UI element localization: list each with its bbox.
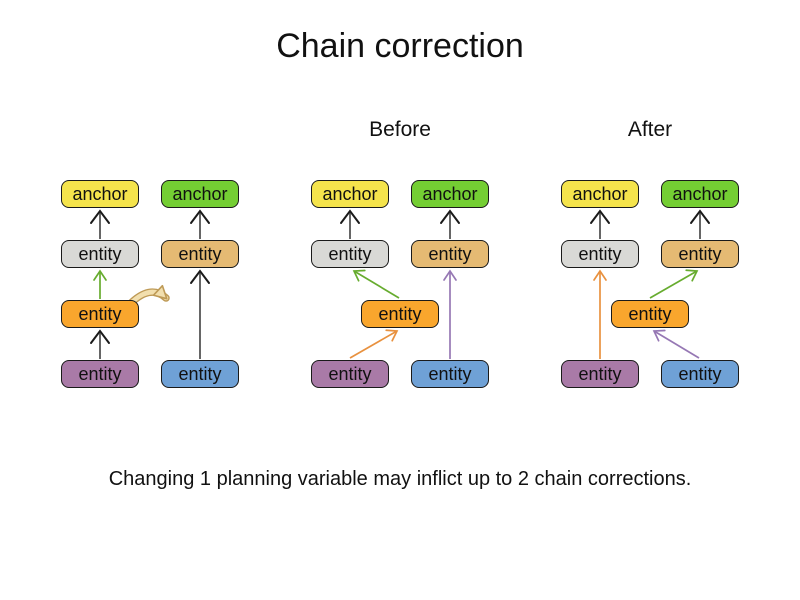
edge-arrow-green	[352, 269, 400, 299]
node-entity: entity	[411, 240, 489, 268]
node-anchor: anchor	[311, 180, 389, 208]
edge-arrow-violet	[652, 329, 700, 359]
node-anchor: anchor	[661, 180, 739, 208]
node-entity: entity	[61, 360, 139, 388]
edge-arrow-green	[649, 269, 699, 299]
node-anchor: anchor	[61, 180, 139, 208]
node-entity: entity	[411, 360, 489, 388]
node-entity: entity	[311, 360, 389, 388]
node-entity: entity	[611, 300, 689, 328]
node-entity: entity	[61, 240, 139, 268]
node-entity: entity	[561, 360, 639, 388]
node-entity: entity	[561, 240, 639, 268]
node-entity: entity	[61, 300, 139, 328]
node-entity: entity	[311, 240, 389, 268]
edge-arrow-orange	[349, 329, 399, 359]
node-entity: entity	[661, 240, 739, 268]
group-label-after: After	[627, 118, 673, 141]
node-anchor: anchor	[411, 180, 489, 208]
node-entity: entity	[161, 360, 239, 388]
node-entity: entity	[161, 240, 239, 268]
group-label-before: Before	[369, 118, 431, 141]
diagram-title: Chain correction	[276, 27, 524, 65]
node-anchor: anchor	[161, 180, 239, 208]
node-entity: entity	[361, 300, 439, 328]
node-entity: entity	[661, 360, 739, 388]
node-anchor: anchor	[561, 180, 639, 208]
diagram-caption: Changing 1 planning variable may inflict…	[108, 468, 692, 490]
